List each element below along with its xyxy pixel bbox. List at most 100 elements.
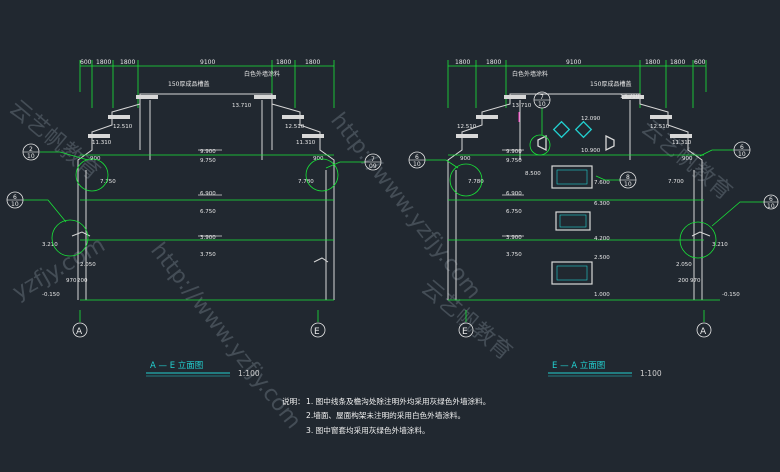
right-small-6: 970: [690, 278, 701, 284]
right-level-5: 12.510: [457, 124, 477, 130]
right-callout-marker-4: 8 10: [619, 171, 637, 189]
right-level-5b: 12.510: [650, 124, 670, 130]
left-view-title: A — E 立面图: [150, 360, 203, 371]
left-dim-1: 600: [80, 59, 92, 66]
right-dim-5: 1800: [670, 59, 685, 66]
left-callout-3-top: 7: [371, 156, 375, 163]
right-level-2: 13.710: [620, 94, 640, 100]
left-small-4: 7.780: [298, 179, 314, 185]
watermark-layer: http://www.yzfjy.com 云艺帆教育 yzfjy.com 云艺帆…: [4, 95, 736, 433]
left-callout-1-top: 2: [29, 146, 33, 153]
right-callout-5-top: 6: [769, 196, 773, 203]
right-level-14: 4.200: [594, 236, 610, 242]
right-callout-3-bottom: 10: [738, 151, 746, 158]
right-ridge-label-a: 白色外墙涂料: [512, 70, 548, 78]
right-dim-4: 1800: [645, 59, 660, 66]
left-level-4: 9.900: [200, 149, 216, 155]
right-callout-1-bottom: 10: [413, 161, 421, 168]
design-notes: 说明： 1. 图中线条及檐沟处除注明外均采用灰绿色外墙涂料。 2.墙面、屋面构架…: [282, 396, 490, 435]
right-callout-4-bottom: 10: [624, 181, 632, 188]
left-level-11: 2.050: [80, 262, 96, 268]
right-callout-marker-3: 6 10: [733, 141, 751, 159]
left-level-3: 11.310: [92, 140, 112, 146]
right-floor-lines: [448, 154, 720, 322]
right-small-1: 900: [460, 156, 471, 162]
left-floor-lines: [79, 154, 334, 322]
right-view-scale: 1:100: [640, 369, 662, 378]
left-axis-bubble-end: E: [310, 322, 326, 338]
right-level-7: 9.900: [506, 149, 522, 155]
left-level-2: 12.510: [113, 124, 133, 130]
left-level-10: 3.210: [42, 242, 58, 248]
right-level-6: 11.310: [672, 140, 692, 146]
left-level-8: 3.900: [200, 235, 216, 241]
right-level-11: 6.900: [506, 191, 522, 197]
left-axis-start-label: A: [76, 327, 83, 337]
left-level-2b: 12.510: [285, 124, 305, 130]
right-roof-eaves: [456, 95, 692, 138]
right-level-21: -0.150: [722, 292, 740, 298]
watermark-brand: 云艺帆教育: [4, 95, 104, 185]
left-top-dimensions: [79, 60, 335, 108]
right-callout-2-top: 7: [540, 94, 544, 101]
left-level-6: 6.900: [200, 191, 216, 197]
right-callout-1-top: 6: [415, 154, 419, 161]
window-middle: [555, 211, 591, 231]
notes-heading: 说明：: [282, 396, 305, 406]
right-callout-marker-1: 6 10: [408, 151, 426, 169]
left-ridge-label-a: 150厚成品槽盖: [168, 80, 209, 88]
right-level-marks: [502, 149, 524, 237]
right-small-4: 7.700: [668, 179, 684, 185]
left-view-scale: 1:100: [238, 369, 260, 378]
left-callout-2-top: 6: [13, 194, 17, 201]
right-detail-callouts: [425, 108, 765, 259]
right-ridge-label-b: 150厚成品槽盖: [590, 80, 631, 88]
note-item-2: 2.墙面、屋面构架未注明的采用白色外墙涂料。: [306, 410, 465, 420]
left-callout-2-bottom: 10: [11, 201, 19, 208]
left-dim-5: 1800: [276, 59, 291, 66]
left-level-9: 3.750: [200, 252, 216, 258]
left-dim-3: 1800: [120, 59, 135, 66]
right-callout-marker-5: 6 10: [763, 194, 779, 210]
left-building-outline: [71, 93, 335, 300]
left-ridge-label-b: 白色外墙涂料: [244, 70, 280, 78]
left-callout-3-bottom: 09: [369, 163, 377, 170]
window-upper: [551, 165, 593, 189]
right-axis-start-label: E: [462, 327, 468, 337]
right-callout-4-top: 8: [626, 174, 630, 181]
right-elevation: 1800 1800 9100 1800 1800 600 白色外墙涂料 150厚…: [408, 59, 779, 378]
left-callout-marker-3: 7 09: [364, 153, 382, 171]
window-lower: [551, 261, 593, 285]
right-callout-3-top: 6: [740, 144, 744, 151]
left-small-6: 200: [77, 278, 88, 284]
left-callout-marker-1: 2 10: [22, 143, 40, 161]
left-roof-eaves: [88, 95, 324, 138]
left-elevation: 600 1800 1800 9100 1800 1800 150厚成品槽盖 白色…: [6, 59, 382, 378]
left-axis-bubble-start: A: [72, 322, 88, 338]
right-axis-bubble-start: E: [458, 322, 474, 338]
right-dim-6: 600: [694, 59, 706, 66]
right-level-18: 1.000: [594, 292, 610, 298]
right-dim-3: 9100: [566, 59, 581, 66]
right-building-outline: [447, 93, 711, 300]
left-level-marks: [198, 149, 222, 237]
right-callout-5-bottom: 10: [767, 203, 775, 210]
right-level-17: 2.500: [594, 255, 610, 261]
right-callout-2-bottom: 10: [538, 101, 546, 108]
right-dim-2: 1800: [486, 59, 501, 66]
right-axis-end-label: A: [700, 327, 707, 337]
left-small-3: 7.750: [100, 179, 116, 185]
right-callout-marker-2: 7 10: [533, 91, 551, 109]
right-level-15: 3.900: [506, 235, 522, 241]
right-view-title: E — A 立面图: [552, 360, 605, 371]
left-dim-6: 1800: [305, 59, 320, 66]
left-level-12: -0.150: [42, 292, 60, 298]
right-dim-1: 1800: [455, 59, 470, 66]
note-item-1: 1. 图中线条及檐沟处除注明外均采用灰绿色外墙涂料。: [306, 396, 490, 406]
left-level-1: 13.710: [232, 103, 252, 109]
left-level-7: 6.750: [200, 209, 216, 215]
right-level-1: 13.710: [512, 103, 532, 109]
left-small-5: 970: [66, 278, 77, 284]
left-detail-callouts: [23, 151, 365, 257]
right-diamond-ornaments: [537, 120, 615, 152]
